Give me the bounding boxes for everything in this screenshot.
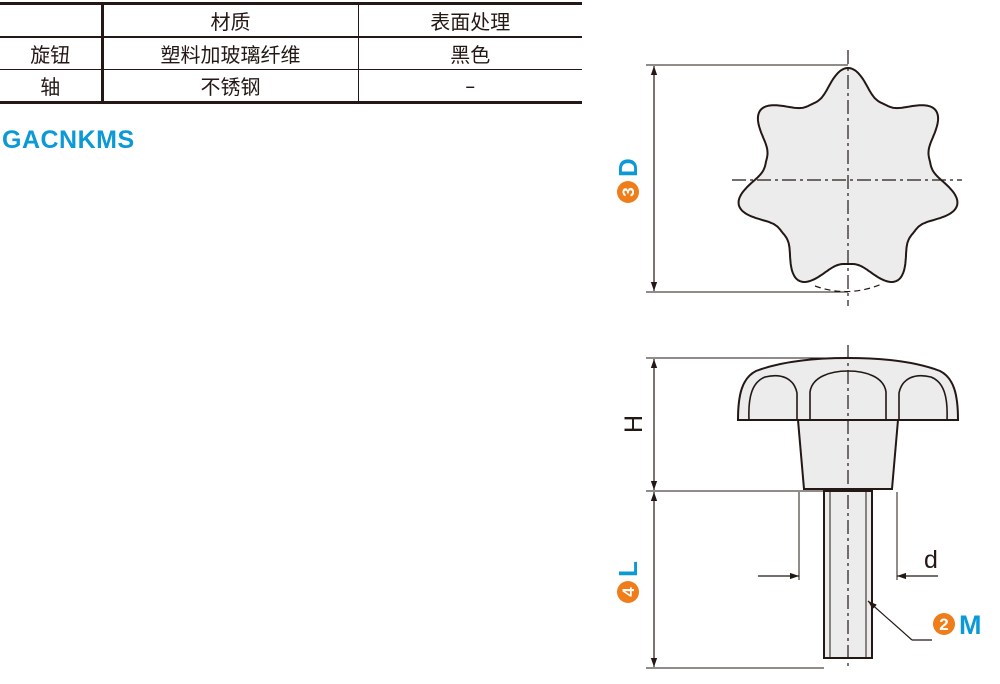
row-label-knob: 旋钮 — [0, 37, 104, 70]
dimension-d: d — [758, 492, 938, 580]
thread-M-callout: 2 M — [867, 600, 982, 641]
spec-table: 材质 表面处理 旋钮 塑料加玻璃纤维 黑色 轴 不锈钢 – — [0, 2, 582, 104]
badge-L-number — [617, 581, 639, 603]
badge-M-number-text: 2 — [939, 615, 948, 634]
badge-L-number-text: 4 — [619, 587, 638, 597]
row-label-shaft: 轴 — [0, 69, 104, 104]
badge-D-number-text: 3 — [619, 187, 638, 196]
label-d: d — [924, 546, 938, 574]
badge-D-number — [617, 181, 639, 203]
label-L: L — [613, 561, 643, 577]
label-M: M — [959, 610, 982, 640]
spec-table-header-row: 材质 表面处理 — [0, 3, 582, 38]
knob-lobe-left — [748, 374, 798, 421]
header-material: 材质 — [102, 3, 359, 38]
table-row: 旋钮 塑料加玻璃纤维 黑色 — [0, 37, 582, 70]
hidden-edge-arc — [814, 283, 883, 293]
model-code: GACNKMS — [2, 126, 135, 154]
header-surface-finish: 表面处理 — [358, 3, 582, 38]
badge-M-number — [933, 613, 955, 635]
knob-lobe-right — [898, 374, 948, 421]
dimension-L: 4 L — [613, 492, 824, 669]
knob-top-view — [732, 50, 962, 306]
dimension-D: 3 D — [613, 64, 848, 293]
header-corner-cell — [0, 3, 104, 38]
knob-finish: 黑色 — [358, 37, 582, 70]
shaft-finish: – — [358, 69, 582, 104]
label-D: D — [613, 158, 643, 177]
shaft-material: 不锈钢 — [102, 69, 359, 104]
label-H: H — [620, 415, 648, 433]
knob-side-view — [736, 345, 960, 670]
table-row: 轴 不锈钢 – — [0, 69, 582, 104]
dimension-H: H — [620, 357, 848, 492]
knob-material: 塑料加玻璃纤维 — [102, 37, 359, 70]
